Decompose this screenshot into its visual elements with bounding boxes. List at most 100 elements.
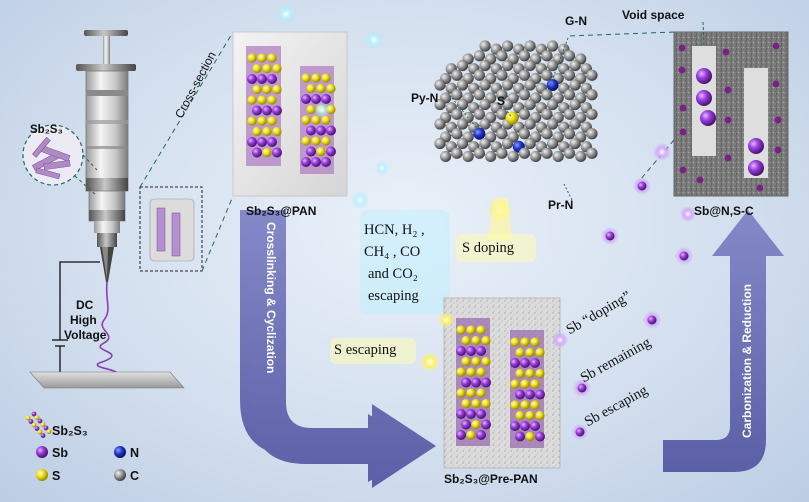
g-n-label: G-N (565, 14, 587, 28)
pan-right-s-atom (321, 73, 331, 83)
lattice-c-atom (563, 89, 576, 101)
sb2s3-inset-label: Sb₂S₃ (30, 124, 63, 136)
electrospinning-jet (96, 281, 118, 379)
legend-sb2s3-icon-atom (40, 433, 46, 438)
lattice-c-atom (496, 147, 508, 159)
pan-right-sb-atom (321, 94, 331, 104)
pan-right-s-atom (311, 115, 321, 125)
pan-left-s-atom (257, 53, 267, 63)
lattice-c-atom (479, 79, 491, 91)
prepan-left-s-atom (466, 367, 476, 377)
pan-left-s-atom (262, 147, 272, 158)
lattice-c-atom (569, 59, 581, 72)
prepan-right-sb-atom (520, 358, 530, 368)
lattice-c-atom (496, 108, 508, 120)
lattice-c-atom (473, 89, 486, 101)
s-escaping-label: S escaping (334, 342, 397, 358)
lattice-c-atom (456, 137, 469, 150)
prepan-left-s-atom (461, 335, 471, 346)
lattice-c-atom (479, 118, 491, 130)
prepan-left-s-atom (471, 398, 481, 409)
lattice-c-atom (451, 108, 463, 120)
prepan-left-sb-atom (456, 430, 466, 440)
pan-right-sb-atom (326, 146, 336, 157)
lattice-c-atom (524, 40, 536, 52)
lattice-c-atom (569, 137, 581, 150)
pan-right-s-atom (326, 83, 336, 94)
dopant-sb-atom (696, 176, 704, 184)
pan-left-s-atom (252, 63, 262, 74)
prepan-left-sb-atom (481, 377, 491, 388)
dc-label: DC (76, 298, 94, 312)
lattice-c-atom (524, 118, 536, 130)
legend-sb2s3-icon-atom (34, 415, 40, 420)
gases-glow-box (360, 210, 450, 314)
pan-left-s-atom (262, 126, 272, 137)
carbonization-arrow (663, 210, 784, 472)
legend-sb2s3-icon-atom (37, 429, 43, 435)
sb2s3-pan-label: Sb₂S₃@PAN (246, 204, 317, 218)
pan-left-s-atom (257, 116, 267, 126)
dopant-sb-atom (679, 166, 687, 174)
n-s-doped-carbon-lattice (434, 40, 598, 163)
pan-right-s-atom (316, 83, 326, 94)
void-sb-atom (748, 138, 764, 154)
prepan-left-s-atom (466, 388, 476, 398)
prepan-left-sb-atom (461, 377, 471, 388)
lattice-c-atom (563, 69, 576, 81)
sb-nsc-label: Sb@N,S-C (694, 204, 754, 218)
circuit-wire (52, 261, 100, 372)
dopant-sb-atom (772, 80, 780, 88)
legend-sb2s3-icon-atom (28, 419, 34, 424)
lattice-c-atom (586, 89, 598, 101)
prepan-left-s-atom (461, 356, 471, 367)
gases-line-2: CH₄ , CO (364, 244, 421, 260)
lattice-c-atom (507, 150, 519, 163)
prepan-right-s-atom (535, 347, 545, 358)
pan-right-s-atom (311, 73, 321, 83)
prepan-left-s-atom (456, 325, 466, 335)
prepan-right-s-atom (525, 368, 535, 379)
lattice-n-atom (546, 79, 559, 91)
prepan-left-s-atom (466, 430, 476, 440)
lattice-c-atom (496, 128, 508, 140)
void-sb-atom (700, 110, 716, 126)
lattice-c-atom (501, 137, 514, 150)
pan-left-sb-atom (252, 147, 262, 158)
dopant-sb-atom (724, 116, 732, 124)
prepan-right-sb-atom (535, 389, 545, 400)
prepan-left-sb-atom (476, 430, 486, 440)
lattice-c-atom (541, 50, 553, 62)
pan-left-s-atom (272, 63, 282, 74)
dopant-sb-atom (679, 128, 687, 136)
crosslinking-label: Crosslinking & Cyclization (264, 222, 278, 374)
lattice-c-atom (473, 147, 486, 159)
legend-sb2s3-icon-atom (34, 426, 40, 431)
pan-left-s-atom (252, 84, 262, 95)
gas-glow-dot (351, 191, 369, 209)
pan-left-sb-atom (257, 74, 267, 84)
lattice-c-atom (546, 40, 559, 52)
lattice-c-atom (451, 147, 463, 159)
escaping-sb-atom (575, 427, 585, 437)
carbonization-label-wrap: Carbonization & Reduction (740, 262, 760, 442)
prepan-left-s-atom (481, 356, 491, 367)
crosslinking-arrow-body (252, 210, 436, 488)
pan-left-s-atom (262, 63, 272, 74)
pan-right-sb-atom (306, 125, 316, 136)
pan-right-s-atom (306, 104, 316, 115)
s-atom-label: S (497, 94, 506, 108)
prepan-left-s-atom (471, 335, 481, 346)
pan-left-sb-atom (272, 105, 282, 116)
prepan-right-s-atom (515, 347, 525, 358)
prepan-right-s-atom (525, 410, 535, 421)
gases-line-3: and CO₂ (368, 266, 418, 282)
lattice-c-atom (518, 89, 531, 101)
sb-glow-dot (552, 332, 568, 348)
pan-left-sb-atom (262, 105, 272, 116)
lattice-n-atom (473, 127, 486, 140)
pan-left-s-atom (272, 84, 282, 95)
lattice-c-atom (434, 79, 446, 91)
